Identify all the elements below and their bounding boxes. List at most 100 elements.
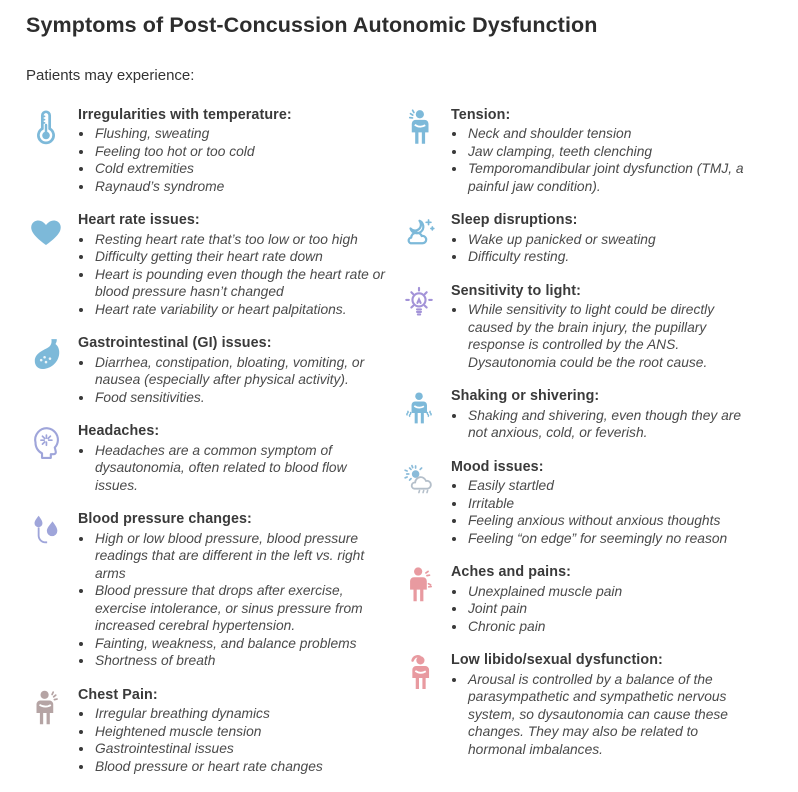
bullet-item: Irregular breathing dynamics	[94, 705, 385, 723]
bullet-list: Flushing, sweatingFeeling too hot or too…	[78, 125, 385, 195]
bullet-item: Easily startled	[467, 477, 758, 495]
bullet-list: Resting heart rate that’s too low or too…	[78, 231, 385, 319]
bullet-item: Joint pain	[467, 600, 758, 618]
right-column: Tension: Neck and shoulder tensionJaw cl…	[399, 107, 772, 792]
symptom-section: Sleep disruptions: Wake up panicked or s…	[399, 212, 772, 266]
section-heading: Shaking or shivering:	[451, 388, 600, 405]
bullet-list: Shaking and shivering, even though they …	[451, 407, 758, 442]
bullet-list: Unexplained muscle painJoint painChronic…	[451, 583, 758, 636]
headache-head-icon	[26, 423, 66, 494]
symptom-section: Low libido/sexual dysfunction: Arousal i…	[399, 652, 772, 758]
section-content: Sensitivity to light: While sensitivity …	[451, 283, 772, 372]
stomach-icon	[26, 335, 66, 406]
bullet-item: Chronic pain	[467, 618, 758, 636]
bullet-item: Feeling anxious without anxious thoughts	[467, 512, 758, 530]
bullet-item: Difficulty resting.	[467, 248, 758, 266]
bullet-item: Blood pressure that drops after exercise…	[94, 582, 385, 635]
bullet-item: While sensitivity to light could be dire…	[467, 301, 758, 371]
bullet-item: Fainting, weakness, and balance problems	[94, 635, 385, 653]
bullet-item: Flushing, sweating	[94, 125, 385, 143]
section-heading: Tension:	[451, 106, 511, 123]
symptom-section: Aches and pains: Unexplained muscle pain…	[399, 564, 772, 635]
section-heading: Heart rate issues:	[78, 212, 200, 229]
bullet-item: Wake up panicked or sweating	[467, 231, 758, 249]
shivering-person-icon	[399, 388, 439, 442]
aches-person-icon	[399, 564, 439, 635]
bullet-list: Headaches are a common symptom of dysaut…	[78, 442, 385, 495]
symptom-section: Shaking or shivering: Shaking and shiver…	[399, 388, 772, 442]
section-heading: Mood issues:	[451, 458, 544, 475]
bullet-item: Food sensitivities.	[94, 389, 385, 407]
bullet-item: Heart is pounding even though the heart …	[94, 266, 385, 301]
bullet-item: Feeling too hot or too cold	[94, 143, 385, 161]
thermometer-icon	[26, 107, 66, 196]
section-heading: Sleep disruptions:	[451, 212, 578, 229]
section-content: Blood pressure changes: High or low bloo…	[78, 511, 399, 670]
bullet-list: While sensitivity to light could be dire…	[451, 301, 758, 371]
section-content: Aches and pains: Unexplained muscle pain…	[451, 564, 772, 635]
bullet-list: Easily startledIrritableFeeling anxious …	[451, 477, 758, 547]
low-libido-person-icon	[399, 652, 439, 758]
section-heading: Sensitivity to light:	[451, 282, 581, 299]
symptom-section: Headaches: Headaches are a common sympto…	[26, 423, 399, 494]
bullet-item: Headaches are a common symptom of dysaut…	[94, 442, 385, 495]
symptom-section: Blood pressure changes: High or low bloo…	[26, 511, 399, 670]
section-heading: Low libido/sexual dysfunction:	[451, 652, 663, 669]
bullet-list: Neck and shoulder tensionJaw clamping, t…	[451, 125, 758, 195]
bullet-list: Irregular breathing dynamicsHeightened m…	[78, 705, 385, 775]
bullet-item: Neck and shoulder tension	[467, 125, 758, 143]
left-column: Irregularities with temperature: Flushin…	[26, 107, 399, 792]
section-content: Gastrointestinal (GI) issues: Diarrhea, …	[78, 335, 399, 406]
bullet-item: Resting heart rate that’s too low or too…	[94, 231, 385, 249]
tension-person-icon	[399, 107, 439, 196]
bullet-item: Irritable	[467, 495, 758, 513]
symptom-section: Sensitivity to light: While sensitivity …	[399, 283, 772, 372]
bullet-item: Diarrhea, constipation, bloating, vomiti…	[94, 354, 385, 389]
section-content: Sleep disruptions: Wake up panicked or s…	[451, 212, 772, 266]
subtitle: Patients may experience:	[26, 66, 195, 84]
heart-icon	[26, 212, 66, 318]
bullet-item: Difficulty getting their heart rate down	[94, 248, 385, 266]
symptom-section: Chest Pain: Irregular breathing dynamics…	[26, 687, 399, 776]
bullet-item: Gastrointestinal issues	[94, 740, 385, 758]
bullet-list: Diarrhea, constipation, bloating, vomiti…	[78, 354, 385, 407]
section-content: Headaches: Headaches are a common sympto…	[78, 423, 399, 494]
bullet-item: Temporomandibular joint dysfunction (TMJ…	[467, 160, 758, 195]
symptom-section: Heart rate issues: Resting heart rate th…	[26, 212, 399, 318]
bullet-item: Raynaud’s syndrome	[94, 178, 385, 196]
chest-pain-person-icon	[26, 687, 66, 776]
lightbulb-icon	[399, 283, 439, 372]
section-content: Tension: Neck and shoulder tensionJaw cl…	[451, 107, 772, 196]
bullet-item: Feeling “on edge” for seemingly no reaso…	[467, 530, 758, 548]
bullet-item: Heightened muscle tension	[94, 723, 385, 741]
section-heading: Blood pressure changes:	[78, 511, 252, 528]
section-content: Mood issues: Easily startledIrritableFee…	[451, 459, 772, 548]
symptom-section: Tension: Neck and shoulder tensionJaw cl…	[399, 107, 772, 196]
bullet-item: Blood pressure or heart rate changes	[94, 758, 385, 776]
bullet-item: High or low blood pressure, blood pressu…	[94, 530, 385, 583]
blood-pressure-icon	[26, 511, 66, 670]
bullet-item: Arousal is controlled by a balance of th…	[467, 671, 758, 759]
section-heading: Gastrointestinal (GI) issues:	[78, 335, 272, 352]
bullet-item: Shaking and shivering, even though they …	[467, 407, 758, 442]
section-content: Chest Pain: Irregular breathing dynamics…	[78, 687, 399, 776]
symptom-columns: Irregularities with temperature: Flushin…	[26, 107, 782, 792]
section-content: Low libido/sexual dysfunction: Arousal i…	[451, 652, 772, 758]
section-content: Irregularities with temperature: Flushin…	[78, 107, 399, 196]
section-content: Shaking or shivering: Shaking and shiver…	[451, 388, 772, 442]
section-heading: Irregularities with temperature:	[78, 106, 292, 123]
symptom-section: Gastrointestinal (GI) issues: Diarrhea, …	[26, 335, 399, 406]
section-content: Heart rate issues: Resting heart rate th…	[78, 212, 399, 318]
section-heading: Aches and pains:	[451, 564, 571, 581]
bullet-list: Wake up panicked or sweatingDifficulty r…	[451, 231, 758, 266]
bullet-item: Cold extremities	[94, 160, 385, 178]
mood-weather-icon	[399, 459, 439, 548]
bullet-item: Unexplained muscle pain	[467, 583, 758, 601]
bullet-list: Arousal is controlled by a balance of th…	[451, 671, 758, 759]
bullet-item: Jaw clamping, teeth clenching	[467, 143, 758, 161]
bullet-list: High or low blood pressure, blood pressu…	[78, 530, 385, 670]
symptom-section: Irregularities with temperature: Flushin…	[26, 107, 399, 196]
section-heading: Headaches:	[78, 423, 160, 440]
symptom-section: Mood issues: Easily startledIrritableFee…	[399, 459, 772, 548]
